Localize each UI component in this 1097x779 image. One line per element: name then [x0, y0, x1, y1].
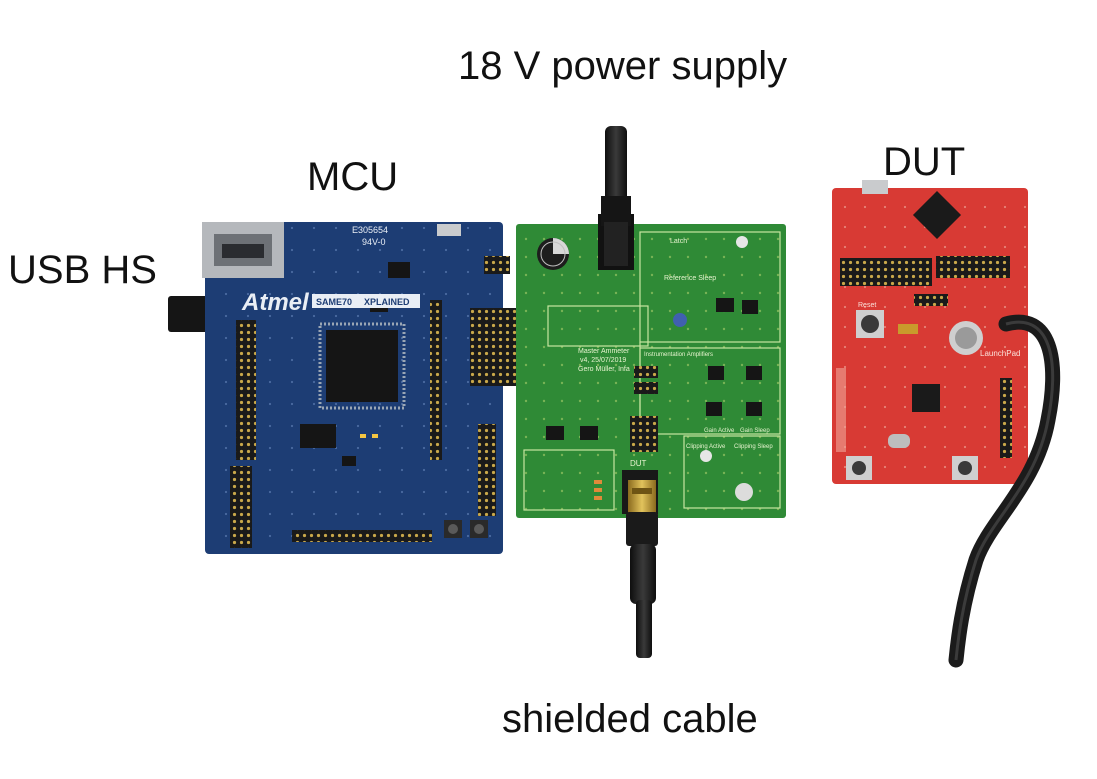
mcu-brand-logo: Atmel: [241, 289, 310, 316]
dut-label: DUT: [883, 140, 966, 184]
usb-label: USB HS: [8, 248, 157, 292]
section-gain-active: Gain Active: [704, 428, 735, 434]
section-gain-sleep: Gain Sleep: [740, 428, 770, 434]
dut-board: Reset LaunchPad: [832, 180, 1028, 484]
mcu-label: MCU: [307, 155, 399, 199]
micro-usb-port: [437, 224, 461, 236]
mcu-board: Atmel SAME70 XPLAINED E305654 94V-0: [202, 222, 510, 554]
shielded-cable-label: shielded cable: [502, 697, 758, 741]
shielded-cable: [626, 480, 658, 658]
mcu-variant-label: XPLAINED: [364, 297, 410, 307]
power-supply-label: 18 V power supply: [458, 44, 788, 88]
dut-usb-port: [862, 180, 888, 194]
section-reference-sleep: Reference Sleep: [664, 275, 716, 282]
mcu-code-label: E305654: [352, 225, 388, 235]
mcu-chip: [326, 330, 398, 402]
dut-reset-button: [861, 315, 879, 333]
power-cable: [601, 126, 631, 266]
dut-reset-label: Reset: [858, 302, 876, 309]
ammeter-author: Gero Müller, Infa: [578, 366, 630, 373]
section-instrumentation-amplifiers: Instrumentation Amplifiers: [644, 352, 713, 358]
mcu-rev-label: 94V-0: [362, 237, 386, 247]
ammeter-board: Master Ammeter v4, 25/07/2019 Gero Mülle…: [516, 214, 786, 518]
ammeter-title: Master Ammeter: [578, 348, 630, 355]
dut-connector-label: DUT: [630, 459, 647, 468]
section-latch: Latch: [670, 238, 687, 245]
ammeter-version: v4, 25/07/2019: [580, 357, 626, 364]
mcu-model-label: SAME70: [316, 297, 352, 307]
dut-board-name: LaunchPad: [980, 349, 1020, 358]
section-clipping-active: Clipping Active: [686, 444, 726, 450]
section-clipping-sleep: Clipping Sleep: [734, 444, 773, 450]
